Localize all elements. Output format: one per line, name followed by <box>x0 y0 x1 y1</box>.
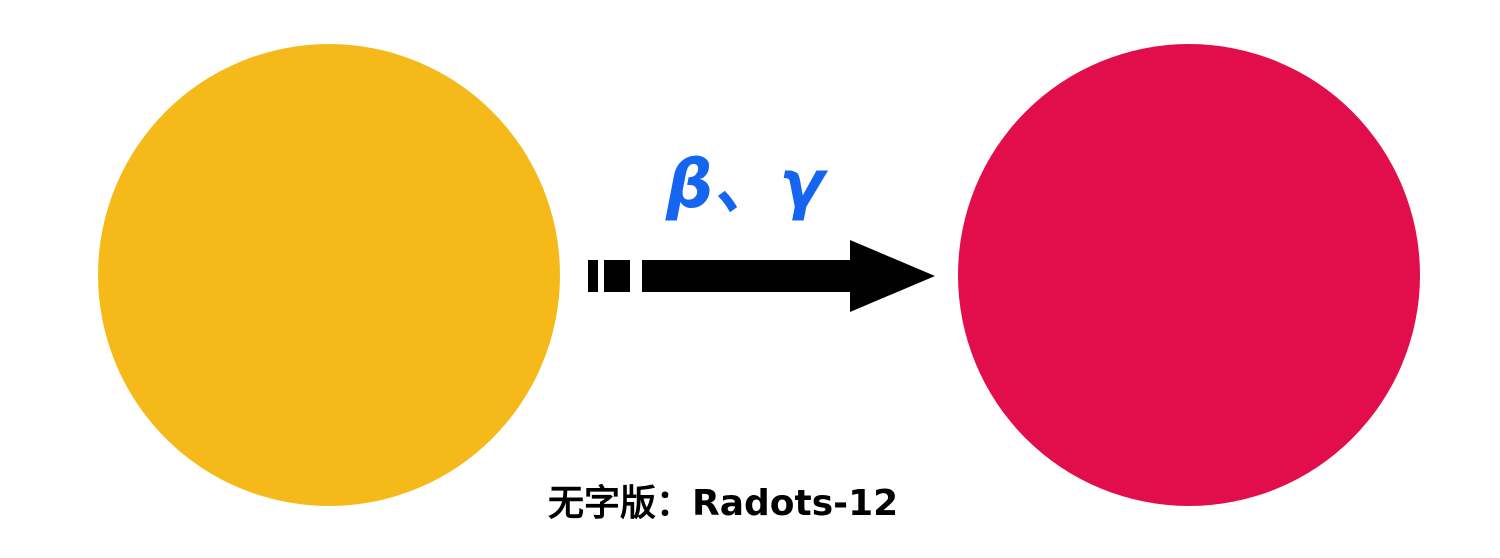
arrow-dash-2 <box>604 260 630 292</box>
right-circle <box>958 44 1420 506</box>
left-circle <box>98 44 560 506</box>
arrow-shaft <box>642 260 852 292</box>
arrow-dash-1 <box>588 260 598 292</box>
arrow-head <box>850 240 935 312</box>
arrow-icon <box>588 240 935 312</box>
caption: 无字版：Radots-12 <box>548 483 899 524</box>
arrow-label: β、γ <box>666 146 825 223</box>
